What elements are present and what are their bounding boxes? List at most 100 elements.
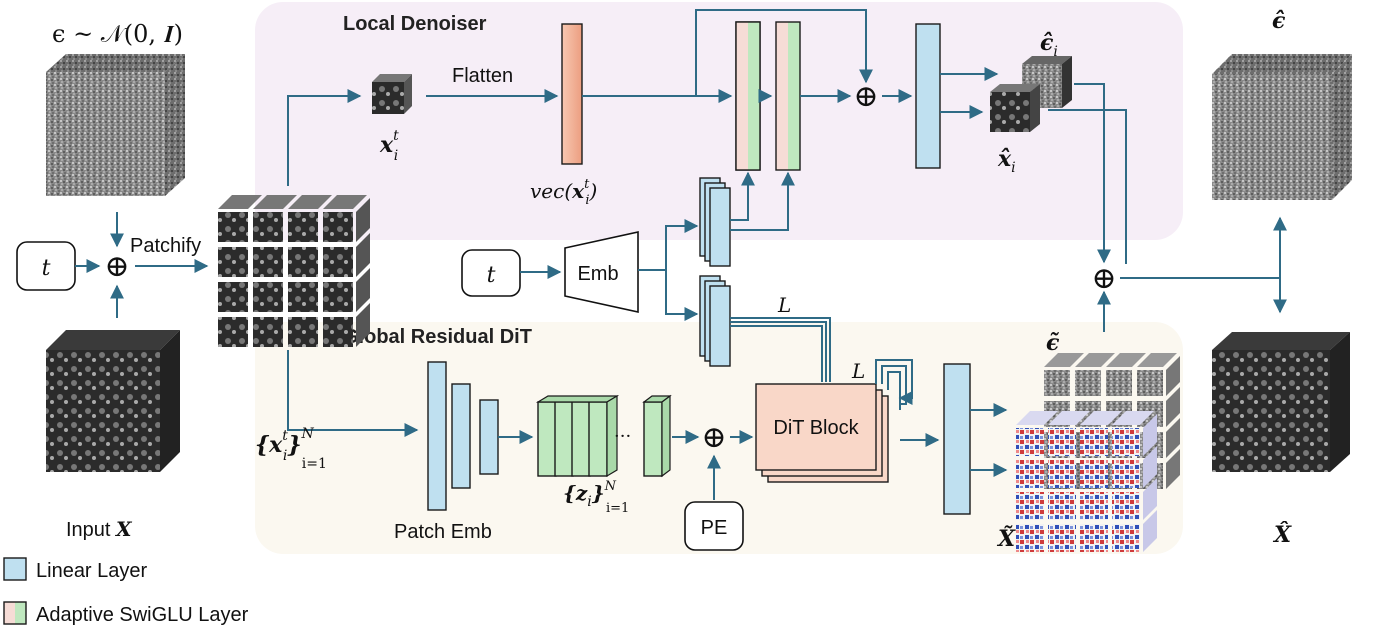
- patch-tile: [218, 317, 248, 347]
- noise-distribution-label: ϵ ~ 𝒩(0, 𝑰): [52, 20, 183, 48]
- patch-tile: [1080, 428, 1108, 456]
- local-denoiser-title: Local Denoiser: [343, 13, 487, 35]
- patch-tile: [1080, 492, 1108, 520]
- emb-trapezoid: [564, 231, 639, 313]
- patch-tile: [1112, 460, 1140, 488]
- global-time-linear-stack: [699, 275, 731, 367]
- patch-tile-side: [356, 303, 370, 347]
- patchify-label: Patchify: [130, 235, 201, 257]
- patch-tile: [1048, 492, 1076, 520]
- eps-tilde-symbol: ϵ̃: [1046, 330, 1060, 356]
- patch-tile: [1048, 460, 1076, 488]
- patch-to-local-arrow: [287, 89, 362, 186]
- patch-tile: [288, 282, 318, 312]
- patch-tile: [1048, 524, 1076, 552]
- patch-embedding-linear-stack: [427, 361, 499, 511]
- patch-tile: [218, 212, 248, 242]
- legend-swiglu-swatch-pink: [4, 602, 15, 624]
- patch-tile-top: [1048, 411, 1090, 425]
- noise-cube: [46, 54, 185, 196]
- patch-tile: [323, 282, 353, 312]
- output-ct-volume: [1212, 332, 1350, 472]
- patch-tile-side: [1166, 449, 1180, 489]
- patch-tile-top: [1137, 353, 1177, 367]
- patch-tile: [218, 247, 248, 277]
- patch-tile-top: [1075, 353, 1115, 367]
- legend-linear-label: Linear Layer: [36, 560, 148, 582]
- patch-tile-side: [356, 233, 370, 277]
- pe-add-symbol: ⊕: [701, 420, 726, 455]
- emb-to-local-mlp-arrow: [638, 219, 699, 271]
- patch-tile: [288, 212, 318, 242]
- patch-tile-top: [323, 195, 367, 209]
- patch-tile: [1016, 492, 1044, 520]
- patch-tile-side: [1143, 478, 1157, 520]
- patchified-volume: [218, 195, 370, 347]
- patch-tile: [253, 282, 283, 312]
- patch-tile-side: [1143, 414, 1157, 456]
- global-dit-title: Global Residual DiT: [343, 326, 532, 348]
- patch-tile: [1080, 524, 1108, 552]
- token-embeddings: [535, 394, 672, 478]
- local-add-symbol: ⊕: [853, 79, 878, 114]
- patch-tile: [323, 212, 353, 242]
- local-denoiser-region: [255, 2, 1183, 240]
- patch-tile: [1016, 460, 1044, 488]
- token-ellipsis: ···: [614, 426, 631, 447]
- vector-patch: [561, 23, 583, 165]
- patch-tile-side: [356, 198, 370, 242]
- patch-tile-side: [1166, 356, 1180, 396]
- patch-tile: [253, 247, 283, 277]
- emb-label: Emb: [577, 263, 618, 285]
- legend: Linear Layer Adaptive SwiGLU Layer: [3, 557, 249, 626]
- patch-emb-label: Patch Emb: [394, 521, 492, 543]
- patch-tile-side: [1143, 510, 1157, 552]
- adaptive-swiglu-layer-2: [775, 21, 801, 171]
- ct-volume-input: [46, 330, 180, 472]
- x-tilde-symbol: X̃: [996, 526, 1016, 552]
- adaptive-swiglu-layer-1: [735, 21, 761, 171]
- patch-tile: [1016, 524, 1044, 552]
- patch-tile: [1112, 524, 1140, 552]
- eps-to-merge-arrow: [1074, 83, 1111, 264]
- patch-tile-side: [1166, 387, 1180, 427]
- dit-block-label: DiT Block: [773, 417, 859, 439]
- dit-block-stack: [755, 383, 889, 483]
- patch-tile-top: [1080, 411, 1122, 425]
- patch-tile-top: [288, 195, 332, 209]
- patch-tile-side: [1143, 446, 1157, 488]
- residual-skip-arrow: [695, 9, 873, 96]
- patch-tile: [1044, 370, 1070, 396]
- patch-tile: [288, 247, 318, 277]
- dit-repeat-loop: [875, 359, 913, 410]
- flatten-label: Flatten: [452, 65, 513, 87]
- global-output-linear-layer: [943, 363, 971, 515]
- legend-linear-swatch: [3, 557, 27, 581]
- patch-tile: [1080, 460, 1108, 488]
- pe-box: [684, 501, 744, 551]
- patch-tile-side: [356, 268, 370, 312]
- t-embedding-label: t: [487, 263, 496, 288]
- patch-tile-top: [1044, 353, 1084, 367]
- eps-hat-symbol: ϵ̂: [1272, 8, 1286, 34]
- patch-tile: [253, 212, 283, 242]
- time-to-dit-lines: [730, 317, 831, 382]
- local-patch-cube: [372, 74, 412, 114]
- patch-tile-top: [1112, 411, 1154, 425]
- x-hat-symbol: X̂: [1272, 522, 1292, 548]
- legend-swiglu-swatch-green: [15, 602, 26, 624]
- local-time-linear-stack: [699, 177, 731, 267]
- patch-tile: [1106, 370, 1132, 396]
- patch-tile-top: [253, 195, 297, 209]
- local-output-linear-layer: [915, 23, 941, 169]
- patch-tile: [1075, 370, 1101, 396]
- patch-tile: [253, 317, 283, 347]
- x-to-merge-line: [1048, 109, 1127, 264]
- patch-tile: [1137, 370, 1163, 396]
- patch-tile: [218, 282, 248, 312]
- t-input-label: t: [42, 256, 51, 281]
- patch-tile: [1112, 428, 1140, 456]
- time-to-swiglu-2-arrow: [730, 171, 795, 231]
